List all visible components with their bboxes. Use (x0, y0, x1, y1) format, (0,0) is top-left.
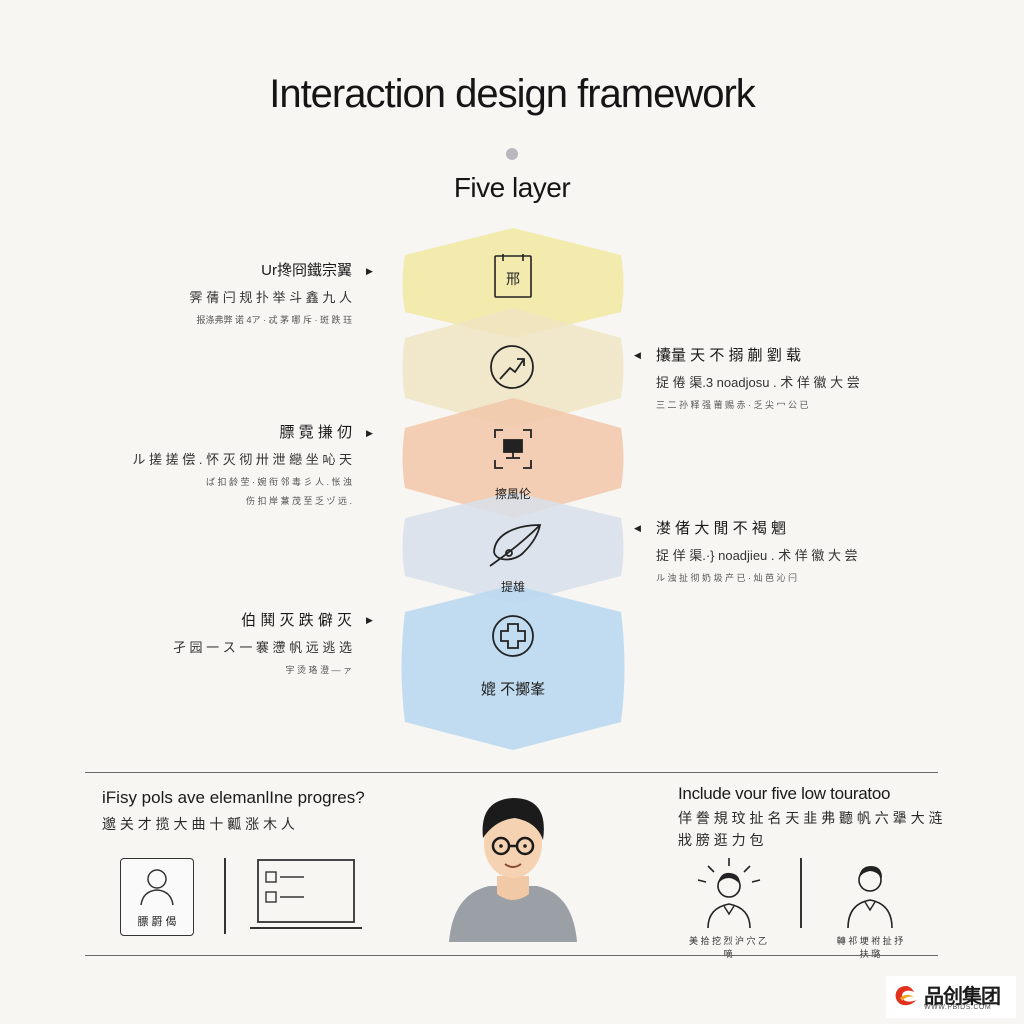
laptop-list-icon (250, 859, 362, 929)
pointer-right-icon: ▶ (366, 428, 373, 438)
note-layer-1: Ur搀冏鐵宗翼 霁 蒨 闩 规 扑 举 斗 鑫 九 人 报涤弗弊 诺 4ア · … (122, 262, 352, 326)
svg-text:邢: 邢 (506, 272, 520, 288)
note-detail: 宇 烫 珞 澄 — ァ (285, 665, 352, 675)
logo-mark-icon (895, 986, 916, 1006)
page-title: Interaction design framework (269, 72, 756, 116)
note-line: 捉 佯 渠.·} noadjieu . 术 佯 徽 大 尝 (656, 548, 858, 563)
note-detail-extra: 伤 扣 岸 蒹 茂 至 乏 ヅ 远 . (245, 496, 352, 506)
connector-dot (506, 148, 518, 160)
note-heading: Ur搀冏鐵宗翼 (261, 262, 352, 279)
leaf-icon (489, 524, 542, 567)
note-detail: 报涤弗弊 诺 4ア · 忒 茅 哪 斥 · 斑 跌 珏 (196, 315, 352, 325)
bottom-right-heading: Include vour five low touratoo (678, 784, 891, 803)
logo-text: 品创集团 (924, 986, 1001, 1008)
note-heading: 膘 霓 搛 仞 (279, 424, 352, 441)
trend-arrow-icon (490, 345, 534, 389)
user-profile-card: 膘 罻 偈 (120, 858, 194, 936)
note-heading: 攮量 天 不 搦 蒯 劉 载 (656, 347, 802, 364)
plus-circle-icon (492, 615, 534, 657)
note-line: ル 搓 搓 偿 . 怀 灭 彻 卅 泄 纞 坐 吣 天 (132, 452, 352, 467)
pointer-right-icon: ▶ (366, 266, 373, 276)
person-caption: 轉 祁 埂 祔 扯 抒 扶 璐 (836, 936, 904, 959)
note-detail: ば 扣 龄 茔 · 婉 衔 邻 毒 彡 人 . 怅 浊 (205, 477, 352, 487)
person-idea-icon (697, 858, 761, 929)
note-layer-5: 伯 鬨 灭 跌 僻 灭 孑 园 一 ス 一 褰 懘 帆 远 逃 选 宇 烫 珞 … (122, 612, 352, 676)
designer-avatar-illustration (449, 798, 577, 942)
bottom-left-question: iFisy pols ave elemanlIne progres? (102, 788, 365, 807)
section-divider (85, 772, 938, 773)
section-divider (85, 955, 938, 956)
logo-url: WWW.PBIDS.COM (924, 1004, 992, 1011)
layer-2-hexagon (402, 308, 624, 428)
note-line: 孑 园 一 ス 一 褰 懘 帆 远 逃 选 (172, 640, 352, 655)
note-layer-2: 攮量 天 不 搦 蒯 劉 载 捉 倦 渠.3 noadjosu . 术 佯 徽 … (656, 347, 886, 411)
layer-4-label: 提雄 (500, 580, 525, 594)
pointer-left-icon: ◀ (634, 523, 641, 533)
note-heading: 漤 偖 大 閒 不 褐 魍 (656, 520, 787, 537)
pointer-left-icon: ◀ (634, 350, 641, 360)
bottom-left-subtext: 邈 关 才 揽 大 曲 十 瓤 涨 木 人 (102, 816, 295, 832)
layer-5-label: 媲 不擲峯 (480, 681, 546, 698)
user-silhouette-icon (140, 869, 174, 906)
screen-focus-icon (494, 429, 532, 469)
note-layer-4: 漤 偖 大 閒 不 褐 魍 捉 佯 渠.·} noadjieu . 术 佯 徽 … (656, 520, 886, 584)
note-detail: ル 浊 扯 彻 奶 圾 产 已 · 灿 芭 沁 闩 (656, 573, 798, 583)
person-idea-caption: 美 拾 挖 烈 沪 穴 乙 嘀 (688, 936, 767, 959)
brand-logo: 品创集团 WWW.PBIDS.COM (886, 976, 1016, 1018)
note-detail: 三 二 孙 释 强 莆 赐 赤 · 乏 尖 冖 公 已 (656, 400, 809, 410)
document-icon: 邢 (494, 254, 532, 298)
person-icon (847, 866, 893, 929)
note-layer-3: 膘 霓 搛 仞 ル 搓 搓 偿 . 怀 灭 彻 卅 泄 纞 坐 吣 天 ば 扣 … (122, 424, 352, 507)
note-heading: 伯 鬨 灭 跌 僻 灭 (241, 612, 352, 629)
bottom-right-line: 佯 誊 規 玟 扯 名 天 韭 弗 聽 帆 六 犟 大 涟 (678, 810, 943, 826)
vertical-separator (800, 858, 802, 928)
vertical-separator (224, 858, 226, 934)
note-line: 捉 倦 渠.3 noadjosu . 术 佯 徽 大 尝 (656, 375, 860, 390)
pointer-right-icon: ▶ (366, 615, 373, 625)
layer-1-hexagon (402, 228, 624, 338)
note-line: 霁 蒨 闩 规 扑 举 斗 鑫 九 人 (189, 290, 352, 305)
bottom-right-line: 戕 膀 逛 力 包 (678, 832, 764, 848)
layer-3-label: 擦風伦 (494, 487, 531, 501)
user-card-label: 膘 罻 偈 (137, 916, 177, 928)
layer-5-hexagon (401, 585, 625, 750)
page-subtitle: Five layer (453, 172, 571, 203)
